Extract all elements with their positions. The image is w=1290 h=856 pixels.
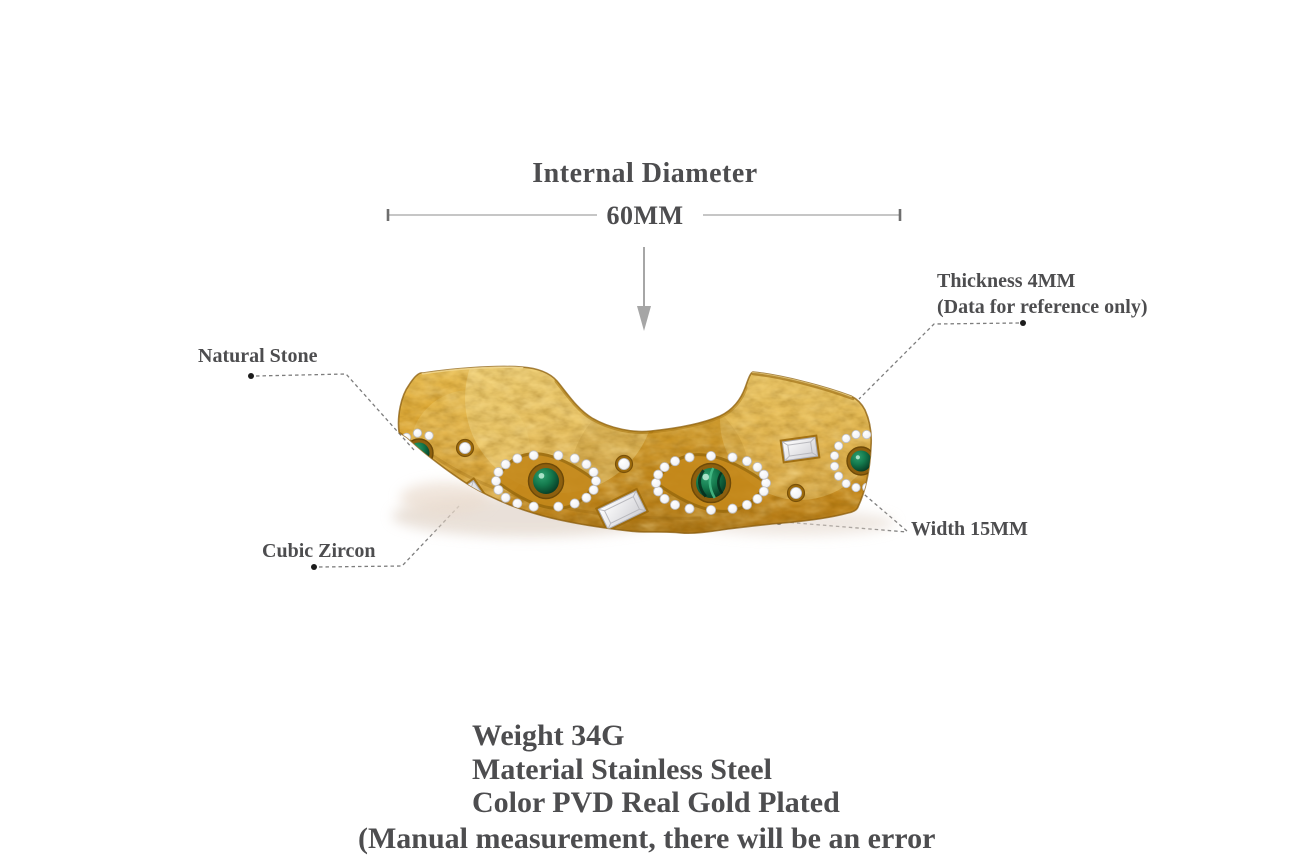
round-crystal-right — [786, 483, 806, 503]
natural-stone-anchor-dot — [248, 373, 254, 379]
spec-weight: Weight 34G — [472, 719, 625, 752]
internal-diameter-dimension-line — [386, 209, 902, 221]
thickness-label: Thickness 4MM (Data for reference only) — [937, 268, 1147, 320]
evil-eye-center-right — [651, 450, 772, 515]
thickness-label-line2: (Data for reference only) — [937, 296, 1148, 318]
evil-eye-left-partial — [398, 428, 434, 478]
evil-eye-right-partial — [829, 429, 872, 493]
evil-eye-center-left — [490, 450, 602, 512]
thickness-label-line1: Thickness 4MM — [937, 270, 1076, 292]
baguette-zircon-right — [779, 434, 821, 464]
round-crystal-left — [455, 438, 475, 458]
width-label: Width 15MM — [911, 518, 1028, 540]
spec-material: Material Stainless Steel — [472, 752, 772, 786]
spec-color: Color PVD Real Gold Plated — [472, 786, 840, 819]
product-specs: Weight 34G Material Stainless Steel Colo… — [472, 719, 840, 820]
baguette-zircon-center — [594, 487, 650, 533]
thickness-anchor-dot — [1020, 320, 1026, 326]
gemstone-layer — [398, 428, 872, 533]
down-arrow — [637, 247, 651, 331]
natural-stone-label: Natural Stone — [198, 345, 318, 367]
internal-diameter-value: 60MM — [606, 201, 684, 230]
spec-disclaimer: (Manual measurement, there will be an er… — [358, 822, 936, 855]
internal-diameter-title: Internal Diameter — [532, 158, 758, 189]
cubic-zircon-label: Cubic Zircon — [262, 540, 376, 562]
natural-stone-leader-line — [255, 373, 415, 451]
round-crystal-center — [614, 454, 634, 474]
thickness-leader-line — [858, 322, 1020, 400]
cubic-zircon-anchor-dot — [311, 564, 317, 570]
